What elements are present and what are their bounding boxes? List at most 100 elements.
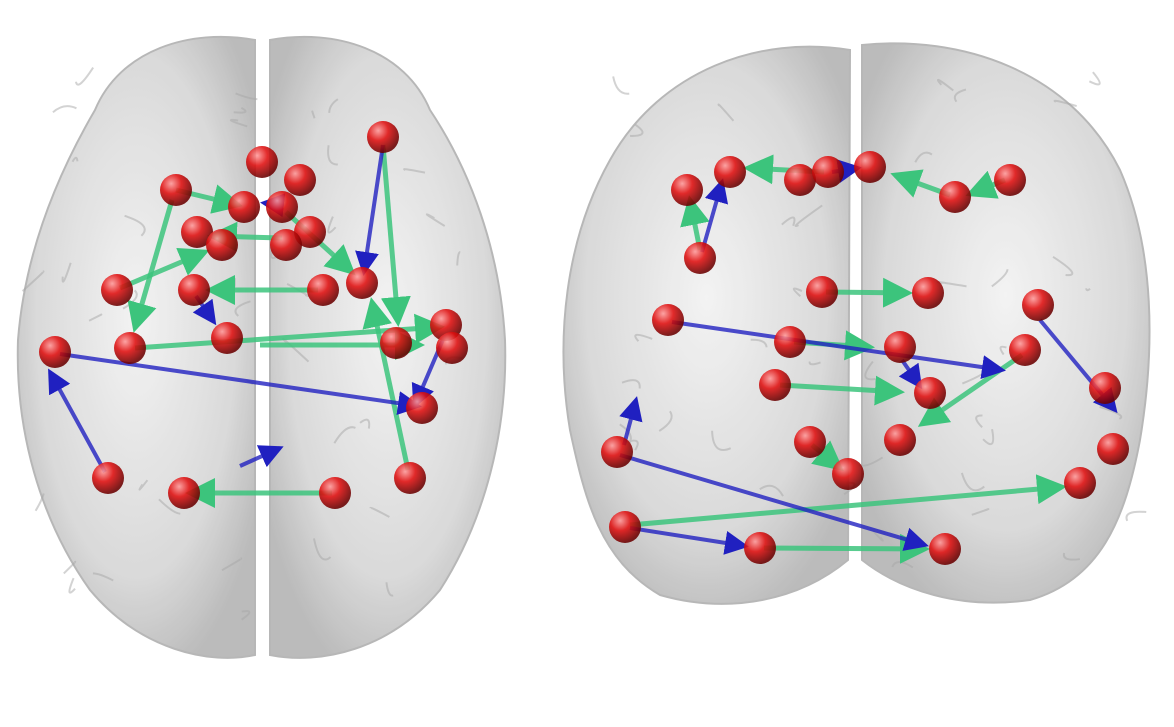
positive-connection-arrow — [127, 199, 175, 333]
gyrus-contour — [61, 262, 72, 283]
gyrus-contour — [621, 379, 641, 389]
gyrus-contour — [975, 414, 983, 429]
positive-connection-arrow — [680, 195, 710, 251]
negative-connection-arrow — [700, 178, 729, 253]
gyrus-contour — [229, 118, 248, 128]
brain-region-node — [912, 277, 944, 309]
negative-connection-arrow — [619, 453, 929, 551]
negative-connection-arrow — [355, 144, 385, 276]
brain-region-node — [684, 242, 716, 274]
gyrus-contour — [328, 98, 339, 113]
gyrus-contour — [612, 76, 630, 95]
negative-connection-arrow — [671, 320, 1006, 379]
negative-connection-arrow — [629, 526, 749, 555]
gyrus-contour — [34, 493, 45, 512]
brain-region-node — [1009, 334, 1041, 366]
brain-region-node — [92, 462, 124, 494]
gyrus-contour — [359, 418, 371, 429]
gyrus-contour — [385, 582, 394, 597]
brain-region-node — [346, 267, 378, 299]
negative-connection-arrow — [59, 352, 422, 416]
gyrus-contour — [953, 88, 967, 103]
brain-region-node — [854, 151, 886, 183]
gyrus-contour — [138, 479, 149, 491]
gyrus-contour — [960, 472, 985, 492]
gyrus-contour — [68, 577, 76, 594]
brain-region-node — [181, 216, 213, 248]
brain-region-node — [114, 332, 146, 364]
brain-region-node — [160, 174, 192, 206]
positive-connection-arrow — [380, 144, 411, 327]
gyrus-contour — [233, 107, 247, 114]
brain-region-node — [367, 121, 399, 153]
brain-region-node — [228, 191, 260, 223]
gyrus-contour — [999, 345, 1007, 356]
brain-region-node — [380, 327, 412, 359]
brain-region-node — [1097, 433, 1129, 465]
brain-region-node — [652, 304, 684, 336]
gyrus-contour — [634, 333, 653, 342]
brain-region-node — [211, 322, 243, 354]
gyrus-contour — [1052, 255, 1074, 277]
gyrus-contour — [1053, 99, 1077, 107]
gyrus-contour — [333, 426, 356, 444]
gyrus-contour — [808, 361, 821, 366]
gyrus-contour — [750, 338, 768, 348]
brain-region-node — [806, 276, 838, 308]
gyrus-contour — [122, 289, 138, 310]
brain-region-node — [609, 511, 641, 543]
gyrus-contour — [937, 78, 954, 92]
gyrus-contour — [619, 423, 632, 444]
gyrus-contour — [864, 360, 876, 381]
gyrus-contour — [234, 300, 251, 317]
brain-region-node — [832, 458, 864, 490]
gyrus-contour — [241, 610, 251, 621]
brain-region-node — [794, 426, 826, 458]
gyrus-contour — [891, 561, 914, 569]
brain-region-node — [774, 326, 806, 358]
brain-region-node — [394, 462, 426, 494]
brain-region-node — [39, 336, 71, 368]
brain-region-node — [812, 156, 844, 188]
gyrus-contour — [311, 110, 316, 119]
negative-connection-arrow — [898, 358, 923, 390]
positive-connection-arrow — [779, 375, 905, 406]
gyrus-contour — [403, 168, 426, 174]
brain-region-node — [929, 533, 961, 565]
gyrus-contour — [71, 156, 79, 163]
gyrus-contour — [1085, 287, 1091, 292]
gyrus-contour — [221, 557, 243, 572]
brain-region-node — [601, 436, 633, 468]
positive-connection-arrow — [825, 277, 913, 308]
gyrus-contour — [717, 103, 735, 122]
gyrus-contour — [75, 67, 94, 86]
gyrus-contour — [52, 105, 77, 114]
gyrus-contour — [711, 430, 732, 451]
gyrus-contour — [781, 216, 796, 227]
brain-region-node — [884, 331, 916, 363]
brain-region-node — [178, 274, 210, 306]
brain-region-node — [1089, 372, 1121, 404]
gyrus-contour — [92, 572, 114, 582]
gyrus-contour — [1088, 71, 1101, 86]
gyrus-contour — [982, 429, 995, 446]
brain-region-node — [246, 146, 278, 178]
gyrus-contour — [124, 214, 146, 237]
brain-region-node — [914, 377, 946, 409]
brain-region-node — [168, 477, 200, 509]
brain-region-node — [319, 477, 351, 509]
brain-region-node — [266, 191, 298, 223]
gyrus-contour — [914, 151, 933, 163]
gyrus-contour — [88, 313, 103, 322]
brain-region-node — [714, 156, 746, 188]
negative-connection-arrow — [48, 368, 107, 473]
gyrus-contour — [792, 287, 803, 297]
gyrus-contour — [991, 269, 1009, 288]
brain-region-node — [784, 164, 816, 196]
gyrus-contour — [794, 204, 823, 227]
brain-region-node — [206, 229, 238, 261]
gyrus-contour — [235, 92, 258, 101]
brain-region-node — [884, 424, 916, 456]
gyrus-contour — [63, 560, 77, 575]
